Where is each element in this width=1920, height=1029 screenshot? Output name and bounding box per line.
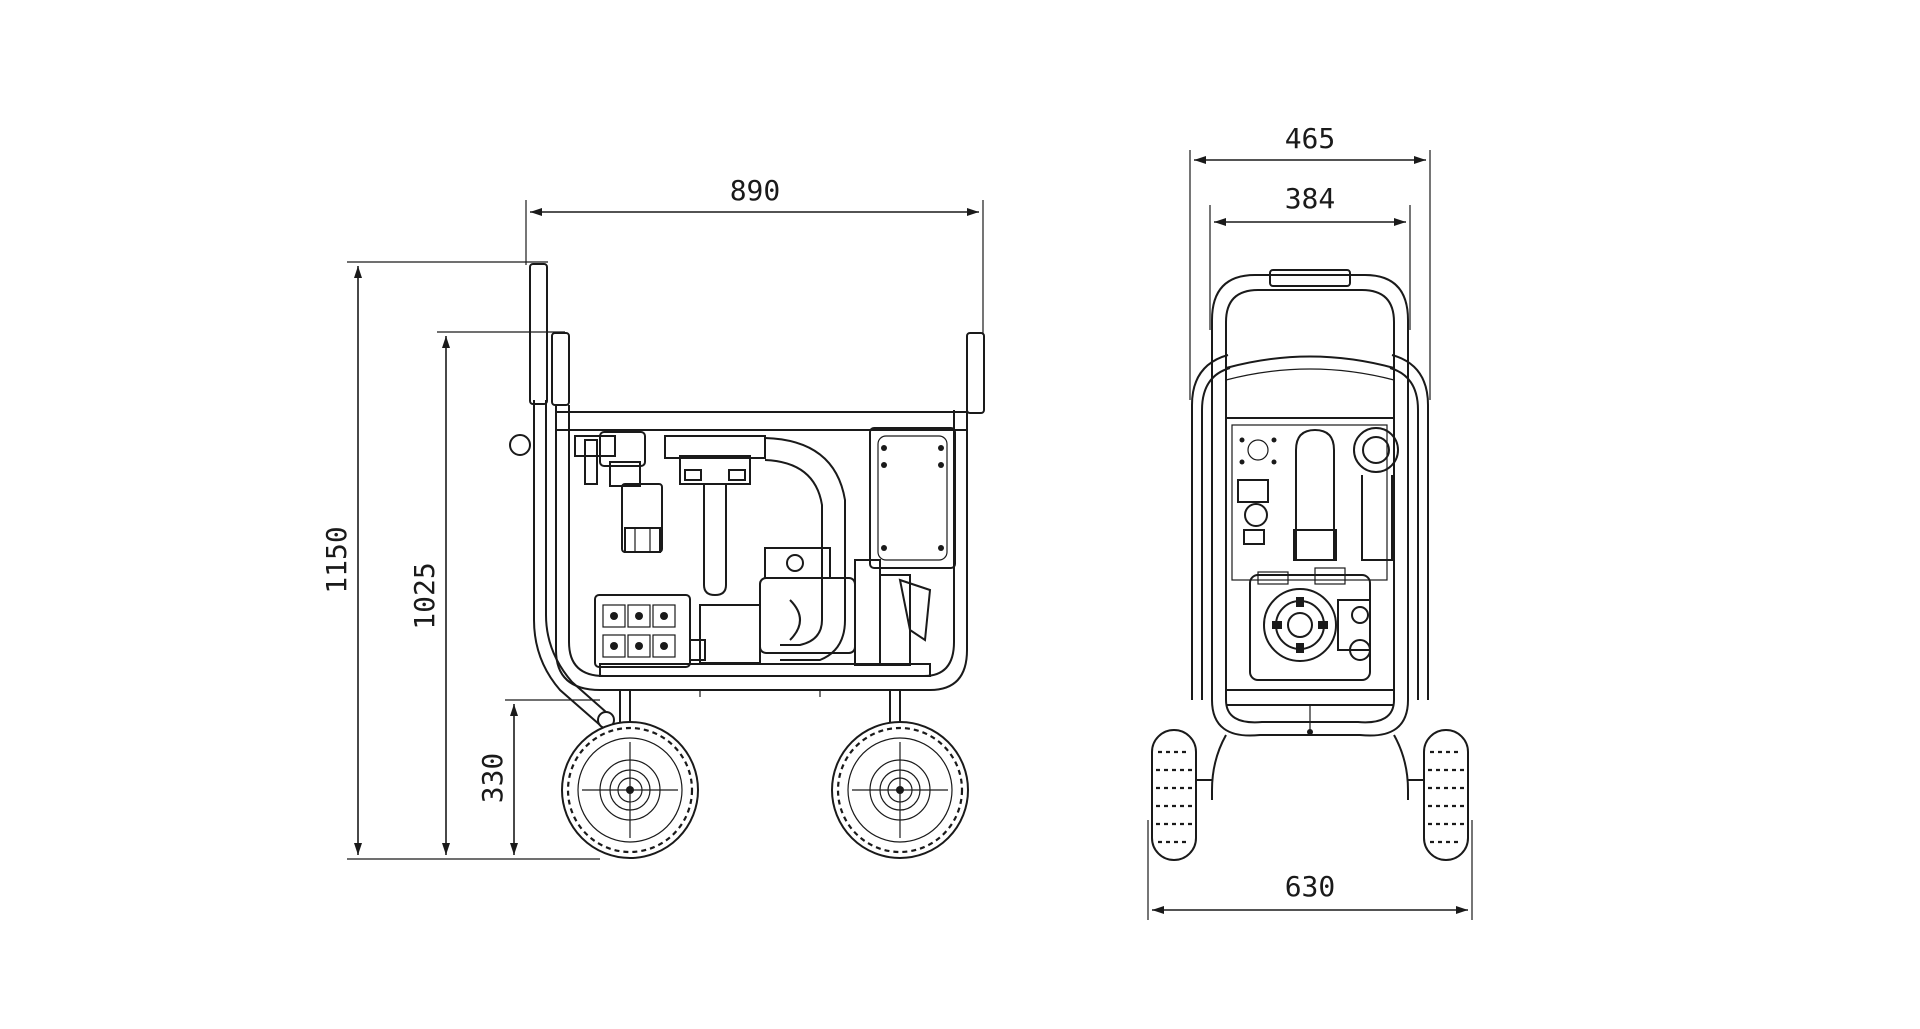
side-handle-right bbox=[966, 332, 985, 414]
side-wheel-front bbox=[831, 721, 969, 859]
side-filter bbox=[664, 435, 766, 597]
front-tank bbox=[1295, 428, 1335, 560]
dimension-label-890: 890 bbox=[730, 174, 781, 207]
front-wheel-right bbox=[1423, 729, 1469, 861]
dimension-label-1150: 1150 bbox=[320, 526, 353, 593]
side-control-box bbox=[869, 427, 956, 569]
dimension-label-630: 630 bbox=[1285, 870, 1336, 903]
dimension-side-total-height: 1150 bbox=[320, 261, 600, 860]
side-frame-left-tube bbox=[533, 400, 601, 726]
side-inlet-valve bbox=[509, 431, 663, 553]
dimension-label-1025: 1025 bbox=[408, 562, 441, 629]
front-handle bbox=[1211, 274, 1409, 700]
dimension-front-wheel-track: 630 bbox=[1147, 820, 1473, 920]
side-pump bbox=[594, 594, 761, 668]
dimension-side-frame-height: 1025 bbox=[408, 331, 565, 855]
dimension-label-330: 330 bbox=[476, 753, 509, 804]
front-pump bbox=[1249, 567, 1371, 681]
dimension-label-384: 384 bbox=[1285, 182, 1336, 215]
front-inlet-valve bbox=[1353, 427, 1399, 473]
front-view-machine bbox=[1151, 269, 1469, 861]
side-wheel-rear bbox=[561, 721, 699, 859]
side-hose bbox=[764, 437, 846, 620]
front-handle-grip bbox=[1269, 269, 1351, 287]
dimension-front-inner-width: 384 bbox=[1209, 182, 1411, 330]
side-handle-left bbox=[529, 263, 548, 405]
dimension-side-length: 890 bbox=[525, 174, 984, 335]
dimension-side-chassis-height: 330 bbox=[476, 699, 600, 855]
dimension-label-465: 465 bbox=[1285, 122, 1336, 155]
side-view-machine bbox=[509, 263, 985, 859]
dimension-front-outer-width: 465 bbox=[1189, 122, 1431, 400]
front-wheel-left bbox=[1151, 729, 1197, 861]
